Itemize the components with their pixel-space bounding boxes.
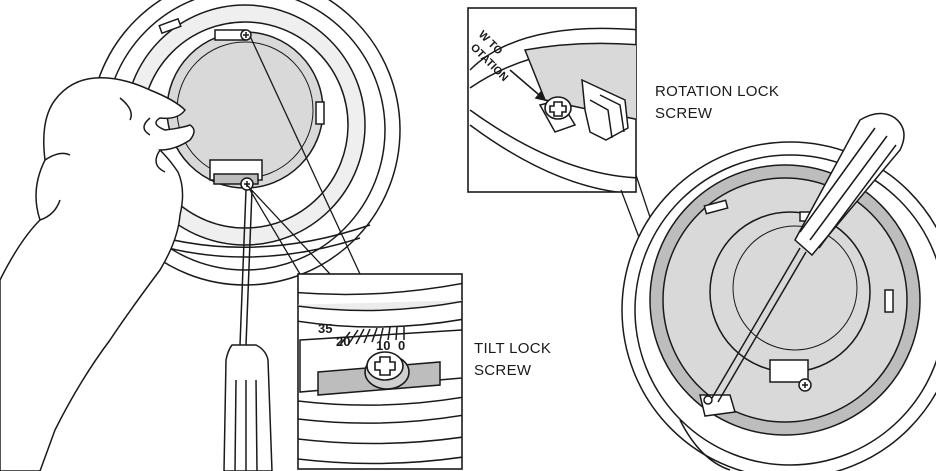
hand-illustration: [0, 77, 195, 471]
tilt-lock-label-line1: TILT LOCK: [474, 340, 552, 357]
tilt-scale-35: 35: [318, 321, 332, 336]
tilt-scale-0: 0: [398, 338, 405, 353]
tilt-lock-screw-icon: [364, 351, 410, 390]
rotation-lock-screw-icon: [544, 96, 572, 120]
rotation-lock-label-line2: SCREW: [655, 105, 713, 122]
tilt-lock-label-line2: SCREW: [474, 362, 532, 379]
rotation-inset: W TO OTATION: [467, 7, 637, 193]
right-screwdriver: [711, 112, 905, 403]
tilt-scale-20: 20: [336, 334, 350, 349]
tilt-inset: 35 20 10 0: [297, 273, 463, 470]
tilt-leader-lines: [245, 35, 361, 275]
left-screwdriver: [223, 189, 273, 471]
right-camera: [621, 141, 936, 471]
rotation-lock-label-line1: ROTATION LOCK: [655, 83, 780, 100]
tilt-scale-10: 10: [376, 338, 390, 353]
